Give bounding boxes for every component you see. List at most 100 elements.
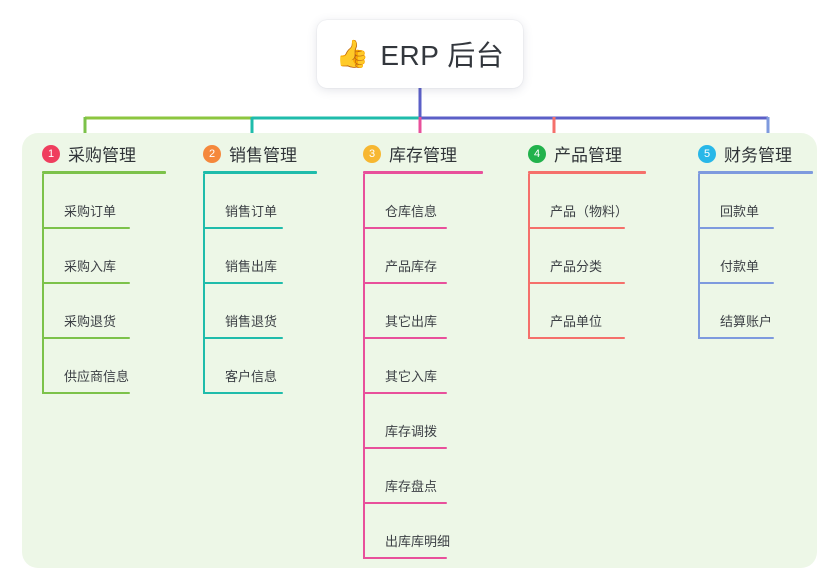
branch-header-5[interactable]: 5 财务管理 (698, 133, 817, 174)
leaf-node-label: 产品单位 (550, 314, 603, 329)
leaf-node-label: 出库库明细 (385, 534, 451, 549)
leaf-node-underline (363, 227, 447, 229)
leaf-node-label: 库存调拨 (385, 424, 438, 439)
branch-leaf-list: 回款单付款单结算账户 (698, 174, 817, 339)
branch-title: 采购管理 (68, 146, 136, 165)
leaf-node-underline (363, 392, 447, 394)
branch-spine (698, 174, 700, 339)
branch-title: 销售管理 (229, 146, 297, 165)
branch-spine (203, 174, 205, 394)
leaf-node-underline (203, 282, 283, 284)
leaf-node[interactable]: 付款单 (698, 229, 817, 284)
leaf-node[interactable]: 供应商信息 (42, 339, 189, 394)
branches-panel (22, 133, 817, 568)
leaf-node-underline (698, 337, 774, 339)
branch-title: 库存管理 (389, 146, 457, 165)
leaf-node[interactable]: 库存盘点 (363, 449, 514, 504)
leaf-node[interactable]: 库存调拨 (363, 394, 514, 449)
branch-number-badge: 1 (42, 144, 60, 163)
leaf-node-underline (698, 227, 774, 229)
leaf-node-underline (363, 502, 447, 504)
leaf-node-label: 产品（物料） (550, 204, 629, 219)
leaf-node[interactable]: 销售订单 (203, 174, 349, 229)
leaf-node[interactable]: 销售出库 (203, 229, 349, 284)
leaf-node-underline (42, 337, 130, 339)
leaf-node-label: 库存盘点 (385, 479, 438, 494)
leaf-node-label: 采购退货 (64, 314, 117, 329)
branch-leaf-list: 产品（物料） 产品分类产品单位 (528, 174, 684, 339)
leaf-node-underline (203, 337, 283, 339)
leaf-node-label: 其它入库 (385, 369, 438, 384)
branch-column-1: 1 采购管理采购订单采购入库采购退货供应商信息 (22, 133, 189, 568)
leaf-node[interactable]: 客户信息 (203, 339, 349, 394)
leaf-node-label: 付款单 (720, 259, 760, 274)
leaf-node-underline (42, 392, 130, 394)
branch-number-badge: 3 (363, 144, 381, 163)
leaf-node-label: 回款单 (720, 204, 760, 219)
branch-number-badge: 2 (203, 144, 221, 163)
leaf-node-label: 供应商信息 (64, 369, 130, 384)
branch-number-badge: 4 (528, 144, 546, 163)
leaf-node[interactable]: 其它入库 (363, 339, 514, 394)
leaf-node-underline (42, 282, 130, 284)
leaf-node-label: 采购入库 (64, 259, 117, 274)
branch-columns: 1 采购管理采购订单采购入库采购退货供应商信息 2 销售管理销售订单销售出库销售退货客… (22, 133, 817, 568)
leaf-node-underline (363, 447, 447, 449)
leaf-node[interactable]: 回款单 (698, 174, 817, 229)
leaf-node-underline (203, 227, 283, 229)
branch-spine (528, 174, 530, 339)
branch-title: 财务管理 (724, 146, 792, 165)
branch-header-1[interactable]: 1 采购管理 (42, 133, 189, 174)
branch-column-3: 3 库存管理仓库信息产品库存其它出库其它入库库存调拨库存盘点出库库明细 (349, 133, 514, 568)
leaf-node[interactable]: 仓库信息 (363, 174, 514, 229)
leaf-node-label: 客户信息 (225, 369, 278, 384)
leaf-node-underline (363, 557, 447, 559)
branch-leaf-list: 仓库信息产品库存其它出库其它入库库存调拨库存盘点出库库明细 (363, 174, 514, 559)
leaf-node[interactable]: 出库库明细 (363, 504, 514, 559)
leaf-node-label: 销售出库 (225, 259, 278, 274)
leaf-node-label: 销售订单 (225, 204, 278, 219)
leaf-node[interactable]: 产品分类 (528, 229, 684, 284)
branch-leaf-list: 采购订单采购入库采购退货供应商信息 (42, 174, 189, 394)
leaf-node-label: 结算账户 (720, 314, 773, 329)
leaf-node[interactable]: 产品（物料） (528, 174, 684, 229)
leaf-node[interactable]: 结算账户 (698, 284, 817, 339)
branch-leaf-list: 销售订单销售出库销售退货客户信息 (203, 174, 349, 394)
leaf-node[interactable]: 产品单位 (528, 284, 684, 339)
leaf-node-underline (363, 337, 447, 339)
root-node[interactable]: 👍 ERP 后台 (317, 20, 523, 88)
branch-header-4[interactable]: 4 产品管理 (528, 133, 684, 174)
leaf-node-underline (528, 337, 625, 339)
branch-title: 产品管理 (554, 146, 622, 165)
leaf-node-underline (528, 227, 625, 229)
leaf-node[interactable]: 采购订单 (42, 174, 189, 229)
root-node-content: 👍 ERP 后台 (336, 34, 504, 74)
branch-header-underline (363, 171, 483, 174)
leaf-node-label: 其它出库 (385, 314, 438, 329)
branch-spine (42, 174, 44, 394)
leaf-node-label: 产品分类 (550, 259, 603, 274)
branch-spine (363, 174, 365, 559)
leaf-node[interactable]: 销售退货 (203, 284, 349, 339)
branch-header-underline (528, 171, 646, 174)
leaf-node-label: 产品库存 (385, 259, 438, 274)
leaf-node-label: 采购订单 (64, 204, 117, 219)
branch-column-2: 2 销售管理销售订单销售出库销售退货客户信息 (189, 133, 349, 568)
leaf-node[interactable]: 采购退货 (42, 284, 189, 339)
thumbs-up-icon: 👍 (335, 38, 370, 70)
leaf-node[interactable]: 采购入库 (42, 229, 189, 284)
leaf-node-label: 销售退货 (225, 314, 278, 329)
root-node-title: ERP 后台 (380, 40, 505, 71)
branch-header-3[interactable]: 3 库存管理 (363, 133, 514, 174)
branch-number-badge: 5 (698, 144, 716, 163)
leaf-node-underline (363, 282, 447, 284)
branch-column-4: 4 产品管理产品（物料） 产品分类产品单位 (514, 133, 684, 568)
branch-header-underline (698, 171, 813, 174)
branch-header-underline (203, 171, 317, 174)
branch-header-underline (42, 171, 166, 174)
leaf-node[interactable]: 产品库存 (363, 229, 514, 284)
branch-column-5: 5 财务管理回款单付款单结算账户 (684, 133, 817, 568)
branch-header-2[interactable]: 2 销售管理 (203, 133, 349, 174)
leaf-node[interactable]: 其它出库 (363, 284, 514, 339)
